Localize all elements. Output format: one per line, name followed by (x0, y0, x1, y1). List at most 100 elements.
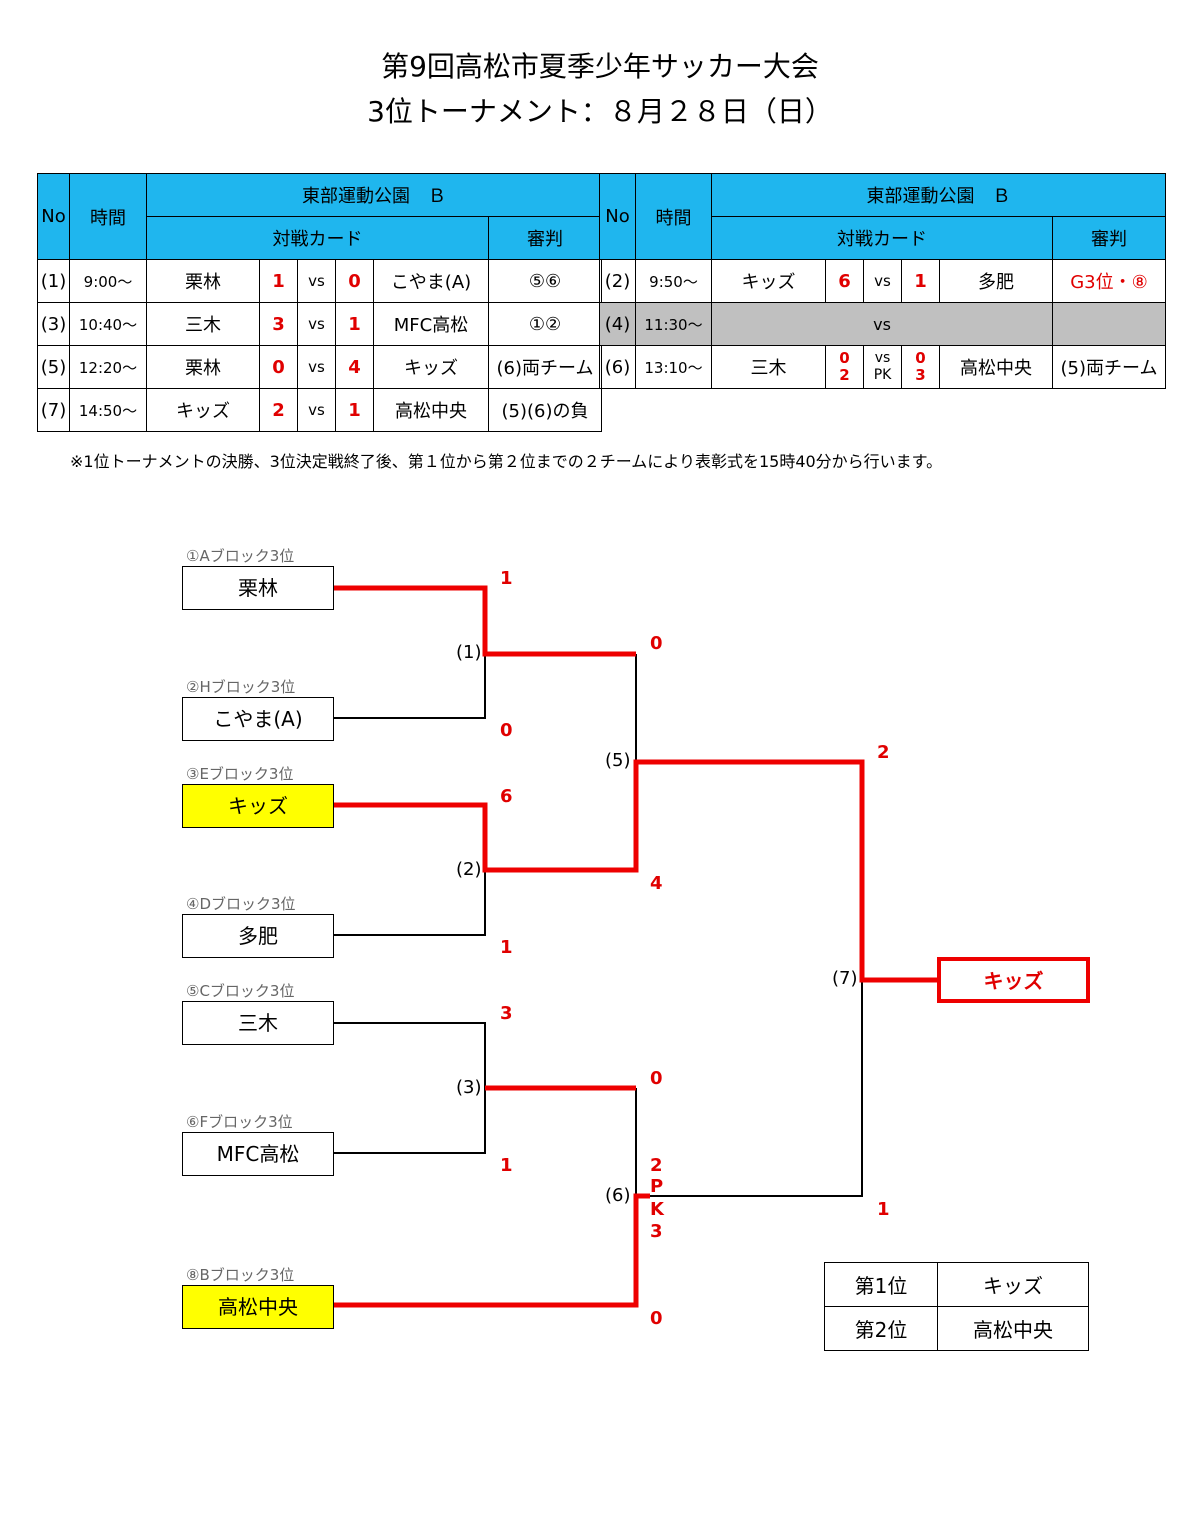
ranking-table: 第1位 キッズ 第2位 高松中央 (824, 1262, 1089, 1351)
header-time: 時間 (69, 173, 147, 260)
team-b: 高松中央 (373, 388, 489, 432)
schedule-table-left: No 時間 東部運動公園 Ｂ 対戦カード 審判 (1) 9:00〜 栗林 1 v… (37, 173, 602, 432)
table-row: (2) 9:50〜 キッズ 6 vs 1 多肥 G3位・⑧ (599, 259, 1166, 303)
score-m6-pk-b: 3 (650, 1221, 663, 1242)
schedule-table-right: No 時間 東部運動公園 Ｂ 対戦カード 審判 (2) 9:50〜 キッズ 6 … (599, 173, 1166, 389)
referee: (5)(6)の負 (488, 388, 602, 432)
team-box-mfc-takamatsu: MFC高松 (182, 1132, 334, 1176)
score-m6-pk-k: K (650, 1199, 664, 1220)
header-no: No (37, 173, 70, 260)
team-b: 多肥 (939, 259, 1053, 303)
header-match: 対戦カード (146, 216, 489, 260)
team-b: 高松中央 (939, 345, 1053, 389)
match-time: 11:30〜 (635, 302, 712, 346)
team-a: キッズ (146, 388, 260, 432)
header-ref: 審判 (1052, 216, 1166, 260)
team-box-takamatsu-chuo: 高松中央 (182, 1285, 334, 1329)
score-m3-top: 3 (500, 1003, 513, 1024)
ranking-row: 第1位 キッズ (824, 1262, 1089, 1307)
ranking-place: 第1位 (824, 1262, 938, 1307)
win-line-kuribayashi (334, 585, 636, 657)
header-venue: 東部運動公園 Ｂ (146, 173, 602, 217)
team-block-label: ⑤Cブロック3位 (186, 982, 295, 1000)
score-b: 1 (335, 302, 374, 346)
score-m3-bottom: 1 (500, 1155, 513, 1176)
score-a: 3 (259, 302, 298, 346)
referee: ⑤⑥ (488, 259, 602, 303)
match-number-6: (6) (605, 1185, 631, 1206)
referee: (5)両チーム (1052, 345, 1166, 389)
bracket-line-m3-bottom (334, 1088, 486, 1154)
team-b: MFC高松 (373, 302, 489, 346)
team-box-miki: 三木 (182, 1001, 334, 1045)
team-a: 栗林 (146, 345, 260, 389)
team-block-label: ③Eブロック3位 (186, 765, 294, 783)
header-time: 時間 (635, 173, 712, 260)
team-block-label: ④Dブロック3位 (186, 895, 296, 913)
score-m6-pk-a: 2 (650, 1155, 663, 1176)
bracket-line-m2-bottom (334, 870, 486, 936)
team-block-label: ①Aブロック3位 (186, 547, 295, 565)
score-m6-top: 0 (650, 1068, 663, 1089)
match-time: 9:50〜 (635, 259, 712, 303)
win-line-takamatsu-chuo (334, 1193, 650, 1308)
score-m1-top: 1 (500, 568, 513, 589)
match-time: 14:50〜 (69, 388, 147, 432)
match-number-5: (5) (605, 750, 631, 771)
ranking-place: 第2位 (824, 1306, 938, 1351)
team-box-kuribayashi: 栗林 (182, 566, 334, 610)
table-row: (1) 9:00〜 栗林 1 vs 0 こやま(A) ⑤⑥ (37, 259, 602, 303)
table-row: (3) 10:40〜 三木 3 vs 1 MFC高松 ①② (37, 302, 602, 346)
team-block-label: ⑥Fブロック3位 (186, 1113, 293, 1131)
match-time: 13:10〜 (635, 345, 712, 389)
match-time: 10:40〜 (69, 302, 147, 346)
winner-box: キッズ (937, 957, 1090, 1003)
match-time: 9:00〜 (69, 259, 147, 303)
score-m6-pk-p: P (650, 1176, 664, 1197)
ranking-row: 第2位 高松中央 (824, 1306, 1089, 1351)
team-a: キッズ (711, 259, 826, 303)
score-m7-top: 2 (877, 742, 890, 763)
score-a: 1 (259, 259, 298, 303)
ceremony-note: ※1位トーナメントの決勝、3位決定戦終了後、第１位から第２位までの２チームにより… (70, 452, 943, 471)
ranking-team: キッズ (937, 1262, 1089, 1307)
referee: G3位・⑧ (1052, 259, 1166, 303)
team-a: 三木 (711, 345, 826, 389)
match-no: (7) (37, 388, 70, 432)
team-box-kids: キッズ (182, 784, 334, 828)
table-row: (4) 11:30〜 vs (599, 302, 1166, 346)
match-number-3: (3) (456, 1077, 482, 1098)
vs-label: vs (711, 302, 1053, 346)
team-block-label: ②Hブロック3位 (186, 678, 296, 696)
match-number-1: (1) (456, 642, 482, 663)
team-box-koyama: こやま(A) (182, 697, 334, 741)
win-line-kids (334, 759, 937, 983)
score-m6-bottom: 0 (650, 1308, 663, 1329)
score-m1-bottom: 0 (500, 720, 513, 741)
team-box-tahi: 多肥 (182, 914, 334, 958)
ranking-team: 高松中央 (937, 1306, 1089, 1351)
header-ref: 審判 (488, 216, 602, 260)
score-b: 0 (335, 259, 374, 303)
header-match: 対戦カード (711, 216, 1053, 260)
page-subtitle: 3位トーナメント：８月２８日（日） (367, 95, 833, 128)
team-b: キッズ (373, 345, 489, 389)
table-row: (7) 14:50〜 キッズ 2 vs 1 高松中央 (5)(6)の負 (37, 388, 602, 432)
match-number-7: (7) (832, 968, 858, 989)
team-a: 栗林 (146, 259, 260, 303)
vs-label: vs (297, 388, 336, 432)
match-time: 12:20〜 (69, 345, 147, 389)
match-no: (1) (37, 259, 70, 303)
score-m2-bottom: 1 (500, 937, 513, 958)
match-no: (3) (37, 302, 70, 346)
bracket-line-m3-top (334, 1022, 486, 1088)
score-m5-top: 0 (650, 633, 663, 654)
score-m5-bottom: 4 (650, 873, 663, 894)
score-a: 0 (259, 345, 298, 389)
score-m2-top: 6 (500, 786, 513, 807)
bracket-line-m7-bottom (636, 980, 863, 1197)
